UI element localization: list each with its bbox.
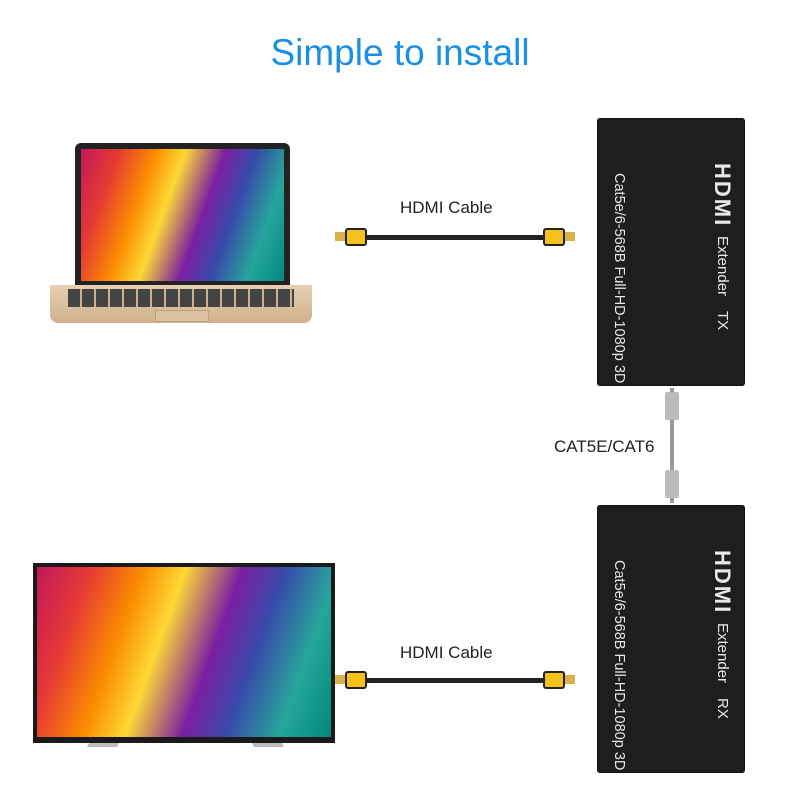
rx-type: RX: [714, 698, 731, 719]
laptop-screen: [81, 149, 284, 281]
tx-brand: HDMI: [710, 163, 735, 228]
hdmi-cable-bottom: [335, 669, 575, 691]
rx-brand: HDMI: [710, 550, 735, 615]
rx-extender: HDMI Extender RX Cat5e/6-568B Full-HD-10…: [597, 505, 745, 773]
laptop: [50, 143, 312, 328]
tx-spec: Cat5e/6-568B Full-HD-1080p 3D: [611, 173, 627, 384]
tx-product: Extender: [714, 236, 731, 297]
hdmi-cable-top: [335, 226, 575, 248]
network-cable: [670, 388, 674, 503]
hdmi-cable-top-label: HDMI Cable: [400, 198, 493, 217]
tx-extender: HDMI Extender TX Cat5e/6-568B Full-HD-10…: [597, 118, 745, 386]
network-cable-label: CAT5E/CAT6: [554, 437, 655, 456]
tv-stand-right: [251, 743, 285, 747]
hdmi-cable-bottom-label: HDMI Cable: [400, 643, 493, 662]
tv-stand-left: [86, 743, 120, 747]
page-title: Simple to install: [270, 32, 530, 73]
tv-screen: [37, 567, 331, 737]
rx-spec: Cat5e/6-568B Full-HD-1080p 3D: [611, 560, 627, 771]
television: [33, 563, 335, 763]
tx-type: TX: [714, 311, 731, 331]
rx-product: Extender: [714, 623, 731, 684]
